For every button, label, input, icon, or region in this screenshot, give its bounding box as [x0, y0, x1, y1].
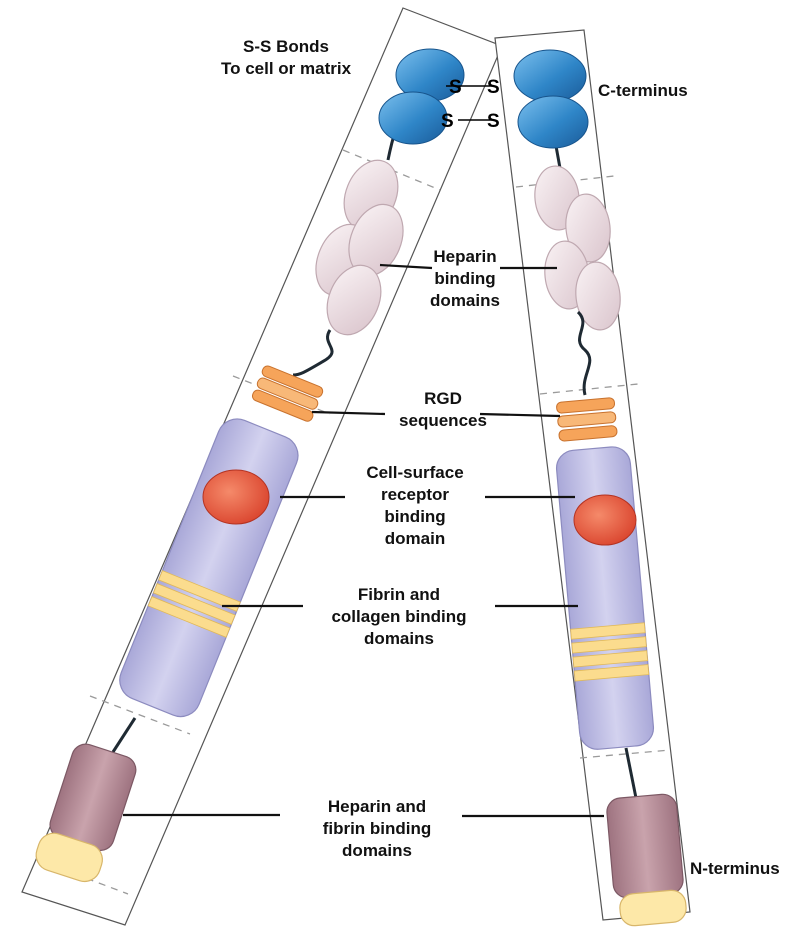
cell-surface-receptor-label: Cell-surface receptor binding domain	[345, 462, 485, 550]
heparin-binding-domains-label: Heparin binding domains	[405, 246, 525, 312]
heparin-fibrin-label: Heparin and fibrin binding domains	[292, 796, 462, 862]
rgd-sequences-label: RGD sequences	[378, 388, 508, 432]
n-terminus-label: N-terminus	[690, 858, 780, 880]
fibrin-collagen-label: Fibrin and collagen binding domains	[303, 584, 495, 650]
right-rgd-rings	[556, 397, 617, 441]
right-receptor-domain	[574, 495, 636, 545]
right-mauve-terminal	[606, 793, 684, 899]
ss-bonds-label: S-S Bonds To cell or matrix	[196, 36, 376, 80]
s-atom-3: S	[441, 111, 454, 132]
right-cream-end	[619, 889, 688, 927]
s-atom-2: S	[487, 77, 500, 98]
s-atom-1: S	[449, 77, 462, 98]
s-atom-4: S	[487, 111, 500, 132]
right-strip	[495, 30, 690, 927]
c-terminus-label: C-terminus	[598, 80, 688, 102]
left-receptor-domain	[203, 470, 269, 524]
